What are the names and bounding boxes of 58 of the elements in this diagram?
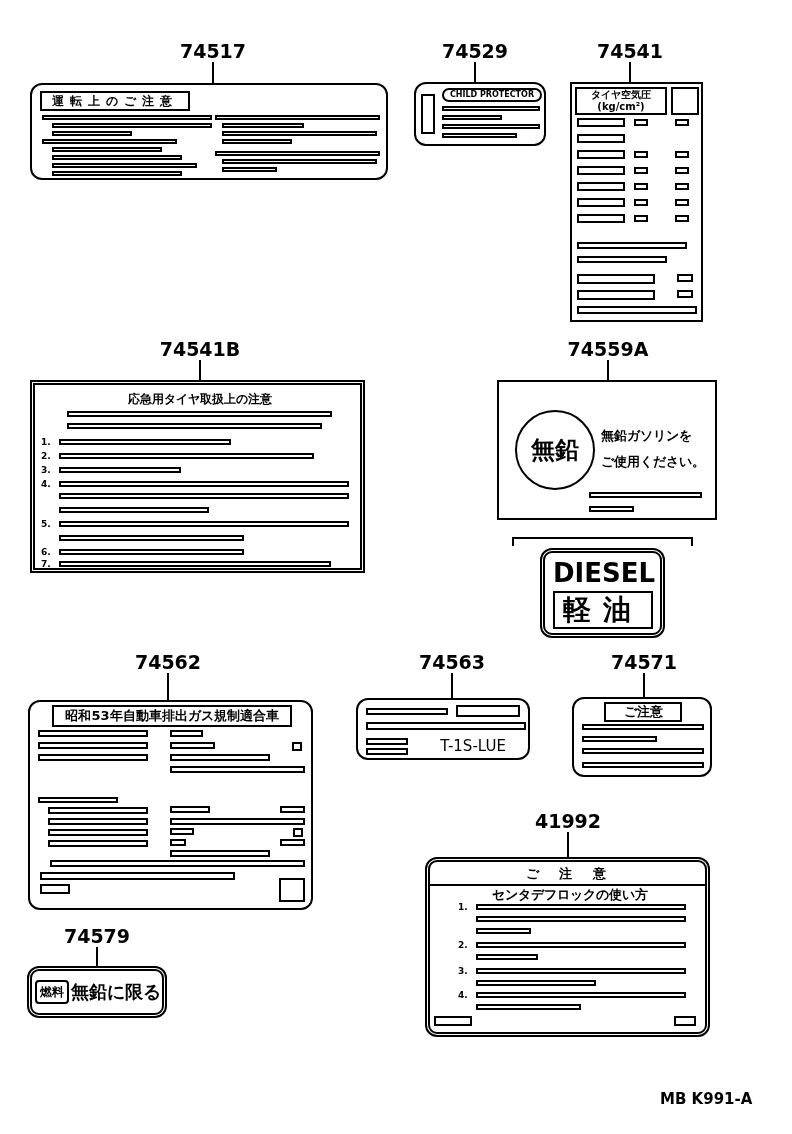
item-number: 1. bbox=[41, 437, 52, 448]
leader-line bbox=[212, 61, 214, 84]
label-heading: 応急用タイヤ取扱上の注意 bbox=[127, 391, 273, 406]
leader-line bbox=[451, 672, 453, 699]
part-number: 74541B bbox=[155, 338, 245, 360]
item-number: 2. bbox=[458, 940, 469, 951]
part-number: 74571 bbox=[599, 651, 689, 673]
item-number: 5. bbox=[41, 519, 52, 530]
drawing-code: MB K991-A bbox=[660, 1089, 753, 1110]
item-number: 6. bbox=[41, 547, 52, 558]
leader-line bbox=[167, 672, 169, 701]
leader-line bbox=[629, 61, 631, 83]
leader-line bbox=[96, 946, 98, 967]
label-plate bbox=[570, 82, 703, 322]
label-plate bbox=[425, 857, 710, 1037]
item-number: 2. bbox=[41, 451, 52, 462]
part-number: 74517 bbox=[168, 40, 258, 62]
leader-line bbox=[607, 359, 609, 381]
item-number: 4. bbox=[458, 990, 469, 1001]
item-number: 3. bbox=[41, 465, 52, 476]
label-plate bbox=[27, 966, 167, 1018]
item-number: 1. bbox=[458, 902, 469, 913]
label-text: 軽油 bbox=[553, 591, 653, 629]
leader-line bbox=[474, 61, 476, 83]
label-heading: ご 注 意 bbox=[524, 865, 616, 883]
label-plate bbox=[28, 700, 313, 910]
item-number: 7. bbox=[41, 559, 52, 570]
part-number: 74562 bbox=[123, 651, 213, 673]
label-plate bbox=[356, 698, 530, 760]
label-plate bbox=[414, 82, 546, 146]
item-number: 3. bbox=[458, 966, 469, 977]
item-number: 4. bbox=[41, 479, 52, 490]
label-heading: ご注意 bbox=[604, 702, 682, 722]
part-number: 74563 bbox=[407, 651, 497, 673]
label-heading: CHILD PROTECTOR bbox=[442, 88, 542, 102]
leader-line bbox=[567, 831, 569, 858]
part-number: 74529 bbox=[430, 40, 520, 62]
part-number: 74541 bbox=[585, 40, 675, 62]
leader-line bbox=[199, 359, 201, 381]
label-heading: 昭和53年自動車排出ガス規制適合車 bbox=[52, 705, 292, 727]
label-badge: 燃料 bbox=[35, 980, 69, 1004]
label-text: 無鉛ガソリンを bbox=[601, 427, 693, 444]
label-plate bbox=[30, 83, 388, 180]
label-heading: タイヤ空気圧(kg/cm²) bbox=[575, 87, 667, 115]
part-number: 74559A bbox=[563, 338, 653, 360]
label-text: 無鉛に限る bbox=[71, 980, 162, 1004]
part-number: 74579 bbox=[52, 925, 142, 947]
leader-line bbox=[643, 672, 645, 698]
label-heading: DIESEL bbox=[553, 557, 653, 589]
label-heading: 運転上のご注意 bbox=[40, 91, 190, 111]
part-number: 41992 bbox=[523, 810, 613, 832]
label-subheading: センタデフロックの使い方 bbox=[491, 886, 649, 904]
label-plate bbox=[497, 380, 717, 520]
label-text: ご使用ください。 bbox=[601, 453, 706, 470]
label-plate bbox=[30, 380, 365, 573]
label-text: T-1S-LUE bbox=[439, 736, 507, 756]
label-plate bbox=[540, 548, 665, 638]
label-plate bbox=[572, 697, 712, 777]
